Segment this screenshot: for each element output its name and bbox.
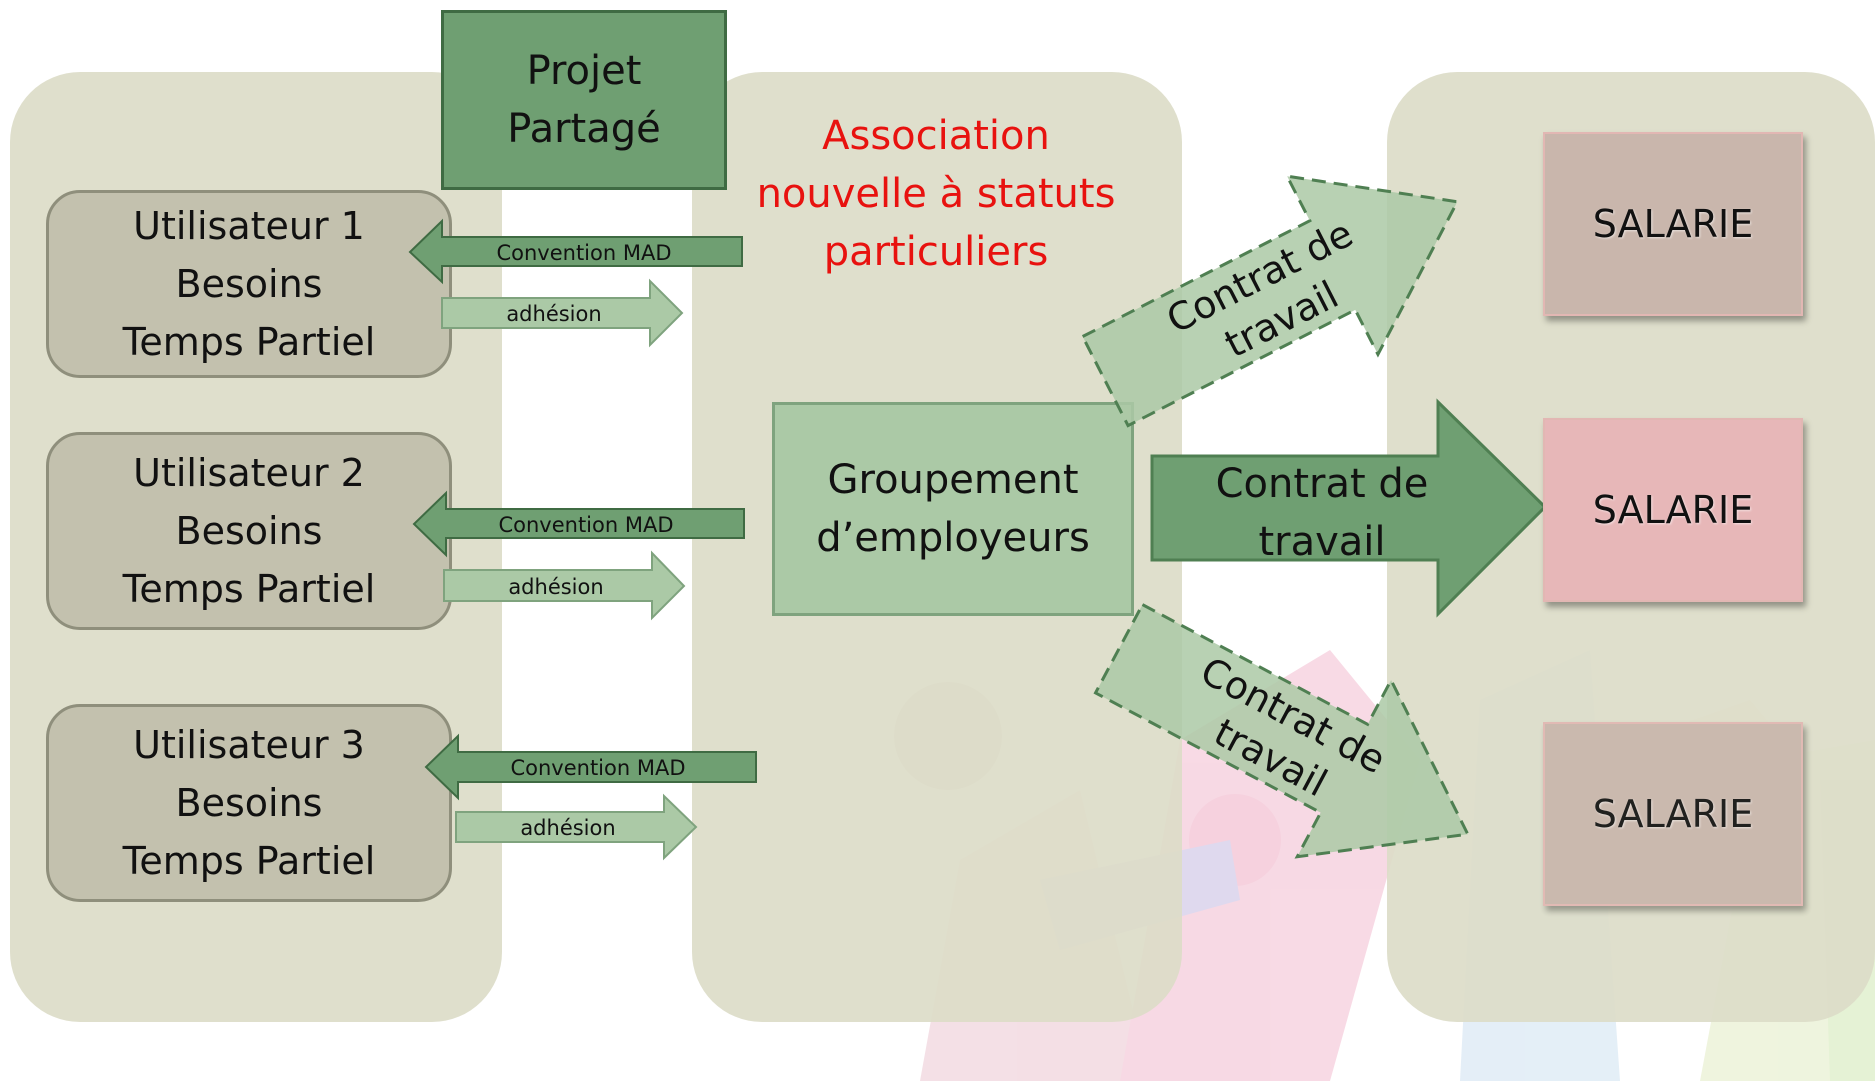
adhesion-label-3: adhésion xyxy=(520,816,615,840)
user-need: Besoins xyxy=(175,781,323,825)
projet-partage-label: Projet Partagé xyxy=(441,10,727,190)
convention-label-3: Convention MAD xyxy=(510,756,685,780)
contract-arrow-top xyxy=(1080,174,1460,428)
convention-arrow-1 xyxy=(408,218,743,285)
contract-arrow-bottom xyxy=(1093,602,1471,859)
convention-label-2: Convention MAD xyxy=(498,513,673,537)
user-time: Temps Partiel xyxy=(122,567,376,611)
salarie-label: SALARIE xyxy=(1592,488,1754,532)
adhesion-arrow-1 xyxy=(441,278,684,348)
association-title: Association nouvelle à statuts particuli… xyxy=(740,104,1132,284)
association-line-1: Association xyxy=(822,113,1050,159)
projet-partage-box xyxy=(441,10,727,190)
association-line-2: nouvelle à statuts xyxy=(756,171,1116,217)
adhesion-arrow-2 xyxy=(443,550,686,621)
groupement-box xyxy=(772,402,1134,616)
user-name: Utilisateur 2 xyxy=(133,451,365,495)
contract-arrow-middle xyxy=(1150,398,1548,618)
convention-arrow-2 xyxy=(412,490,745,558)
projet-line-2: Partagé xyxy=(507,106,661,152)
user-name: Utilisateur 1 xyxy=(133,204,365,248)
salarie-label: SALARIE xyxy=(1592,792,1754,836)
adhesion-label-1: adhésion xyxy=(506,302,601,326)
user-box-1: Utilisateur 1 Besoins Temps Partiel xyxy=(46,190,452,378)
salarie-box-2: SALARIE xyxy=(1543,418,1803,602)
salarie-label: SALARIE xyxy=(1592,202,1754,246)
user-time: Temps Partiel xyxy=(122,320,376,364)
user-need: Besoins xyxy=(175,262,323,306)
user-box-3: Utilisateur 3 Besoins Temps Partiel xyxy=(46,704,452,902)
salarie-box-3: SALARIE xyxy=(1543,722,1803,906)
convention-arrow-3 xyxy=(424,733,757,801)
convention-label-1: Convention MAD xyxy=(496,241,671,265)
adhesion-arrow-3 xyxy=(455,793,698,861)
user-need: Besoins xyxy=(175,509,323,553)
projet-line-1: Projet xyxy=(526,48,642,94)
user-box-2: Utilisateur 2 Besoins Temps Partiel xyxy=(46,432,452,630)
user-name: Utilisateur 3 xyxy=(133,723,365,767)
association-line-3: particuliers xyxy=(823,229,1049,275)
groupement-label: Groupement d’employeurs xyxy=(772,402,1134,616)
salarie-box-1: SALARIE xyxy=(1543,132,1803,316)
contract-label-middle-2: travail xyxy=(1258,519,1385,565)
adhesion-label-2: adhésion xyxy=(508,575,603,599)
groupement-line-1: Groupement xyxy=(827,457,1079,503)
user-time: Temps Partiel xyxy=(122,839,376,883)
contract-label-middle-1: Contrat de xyxy=(1216,461,1429,507)
groupement-line-2: d’employeurs xyxy=(816,515,1090,561)
